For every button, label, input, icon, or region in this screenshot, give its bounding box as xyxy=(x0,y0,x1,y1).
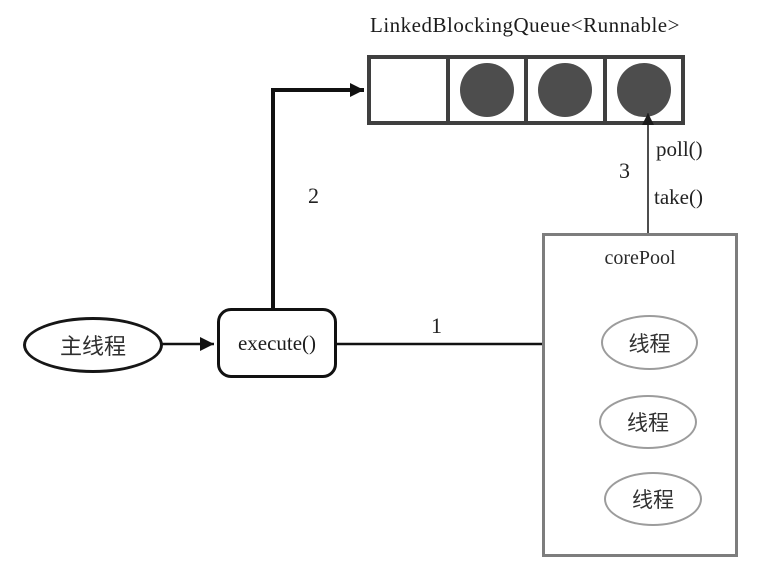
step1-label: 1 xyxy=(431,313,442,338)
execute-label: execute() xyxy=(237,330,317,355)
queue-cell xyxy=(445,59,525,121)
main-thread-ellipse: 主线程 xyxy=(23,317,163,373)
execute-box: execute() xyxy=(217,308,337,378)
queue-cell xyxy=(371,59,446,121)
queue-title: LinkedBlockingQueue<Runnable> xyxy=(370,13,680,37)
poll-label: poll() xyxy=(656,137,703,161)
queue-cell xyxy=(524,59,603,121)
queue-cell xyxy=(602,59,682,121)
corepool-title: corePool xyxy=(604,247,676,269)
step2-label: 2 xyxy=(308,183,319,208)
take-label: take() xyxy=(654,185,703,209)
thread-label: 线程 xyxy=(627,411,669,435)
step3-label: 3 xyxy=(619,158,630,183)
blocking-queue xyxy=(367,55,685,125)
thread-ellipse: 线程 xyxy=(601,315,698,370)
thread-ellipse: 线程 xyxy=(599,395,697,449)
main-thread-label: 主线程 xyxy=(59,334,126,359)
thread-label: 线程 xyxy=(632,488,674,512)
thread-label: 线程 xyxy=(628,331,671,356)
corepool-box: corePool 线程 线程 线程 xyxy=(542,233,738,557)
thread-ellipse: 线程 xyxy=(604,472,702,526)
